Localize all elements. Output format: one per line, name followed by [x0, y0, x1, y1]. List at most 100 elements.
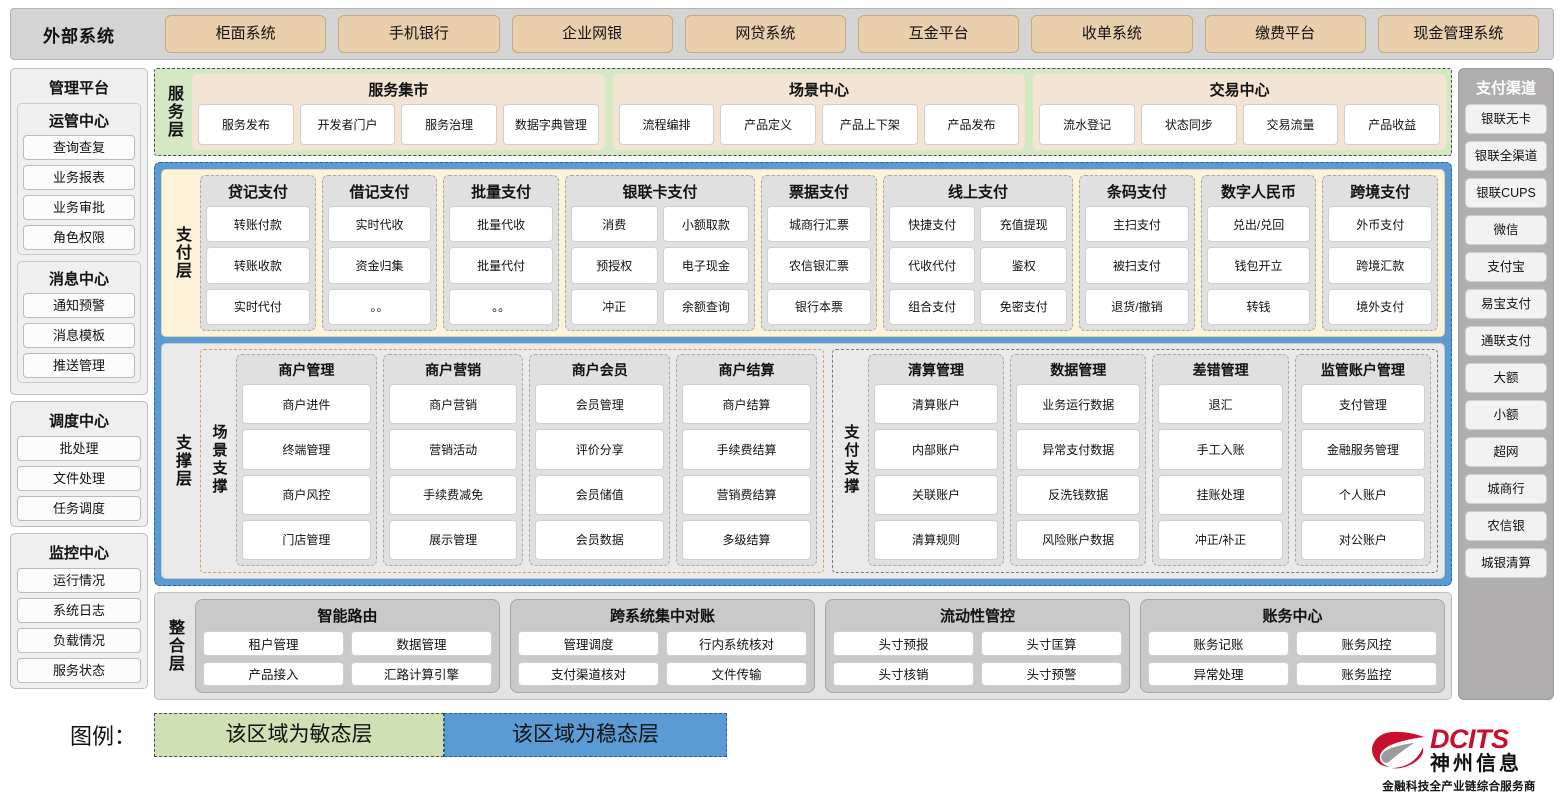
- external-system-item[interactable]: 收单系统: [1031, 15, 1193, 53]
- service-item[interactable]: 状态同步: [1141, 104, 1237, 145]
- service-item[interactable]: 产品上下架: [822, 104, 918, 145]
- payment-item[interactable]: 转账收款: [206, 247, 310, 284]
- support-item[interactable]: 多级结算: [682, 519, 811, 560]
- payment-item[interactable]: 快捷支付: [888, 206, 976, 243]
- service-item[interactable]: 服务发布: [198, 104, 294, 145]
- support-item[interactable]: 关联账户: [873, 474, 999, 515]
- management-item[interactable]: 角色权限: [23, 225, 135, 250]
- service-item[interactable]: 开发者门户: [299, 104, 396, 145]
- support-item[interactable]: 会员储值: [535, 474, 665, 515]
- external-system-item[interactable]: 现金管理系统: [1377, 15, 1539, 53]
- management-item[interactable]: 服务状态: [17, 658, 141, 683]
- management-item[interactable]: 文件处理: [17, 466, 141, 491]
- payment-channel-item[interactable]: 微信: [1465, 215, 1547, 245]
- payment-item[interactable]: 。。: [449, 288, 553, 325]
- management-item[interactable]: 查询查复: [23, 135, 135, 160]
- support-item[interactable]: 支付管理: [1300, 384, 1425, 425]
- integration-item[interactable]: 账务风控: [1296, 631, 1437, 656]
- payment-item[interactable]: 实时代付: [206, 288, 310, 325]
- payment-item[interactable]: 城商行汇票: [767, 206, 871, 243]
- payment-channel-item[interactable]: 农信银: [1465, 511, 1547, 541]
- support-item[interactable]: 手续费结算: [682, 429, 811, 470]
- management-item[interactable]: 运行情况: [17, 568, 141, 593]
- payment-item[interactable]: 代收代付: [888, 247, 976, 284]
- integration-item[interactable]: 行内系统核对: [666, 631, 807, 656]
- support-item[interactable]: 商户营销: [388, 384, 518, 425]
- service-item[interactable]: 流水登记: [1039, 104, 1136, 145]
- payment-item[interactable]: 鉴权: [980, 247, 1068, 284]
- integration-item[interactable]: 头寸预警: [981, 661, 1122, 686]
- external-system-item[interactable]: 柜面系统: [165, 15, 327, 53]
- integration-item[interactable]: 数据管理: [351, 631, 492, 656]
- payment-channel-item[interactable]: 城银清算: [1465, 548, 1547, 578]
- payment-item[interactable]: 转账付款: [206, 206, 310, 243]
- payment-item[interactable]: 组合支付: [888, 288, 976, 325]
- service-item[interactable]: 服务治理: [401, 104, 498, 145]
- management-item[interactable]: 业务审批: [23, 195, 135, 220]
- support-item[interactable]: 挂账处理: [1158, 474, 1283, 515]
- payment-channel-item[interactable]: 易宝支付: [1465, 289, 1547, 319]
- payment-item[interactable]: 转钱: [1206, 288, 1311, 325]
- payment-channel-item[interactable]: 银联CUPS: [1465, 178, 1547, 208]
- integration-item[interactable]: 异常处理: [1148, 661, 1289, 686]
- payment-item[interactable]: 农信银汇票: [767, 247, 871, 284]
- support-item[interactable]: 反洗钱数据: [1016, 474, 1141, 515]
- integration-item[interactable]: 文件传输: [666, 661, 807, 686]
- integration-item[interactable]: 头寸核销: [833, 661, 974, 686]
- payment-channel-item[interactable]: 支付宝: [1465, 252, 1547, 282]
- service-item[interactable]: 产品发布: [923, 104, 1020, 145]
- integration-item[interactable]: 管理调度: [518, 631, 659, 656]
- management-item[interactable]: 任务调度: [17, 496, 141, 521]
- external-system-item[interactable]: 网贷系统: [684, 15, 846, 53]
- support-item[interactable]: 商户进件: [242, 384, 371, 425]
- payment-channel-item[interactable]: 小额: [1465, 400, 1547, 430]
- support-item[interactable]: 金融服务管理: [1300, 429, 1425, 470]
- support-item[interactable]: 会员数据: [535, 519, 665, 560]
- management-item[interactable]: 业务报表: [23, 165, 135, 190]
- payment-channel-item[interactable]: 超网: [1465, 437, 1547, 467]
- support-item[interactable]: 营销费结算: [682, 474, 811, 515]
- external-system-item[interactable]: 缴费平台: [1204, 15, 1366, 53]
- payment-item[interactable]: 被扫支付: [1085, 247, 1189, 284]
- support-item[interactable]: 对公账户: [1300, 519, 1425, 560]
- service-item[interactable]: 产品收益: [1344, 104, 1441, 145]
- payment-channel-item[interactable]: 城商行: [1465, 474, 1547, 504]
- external-system-item[interactable]: 企业网银: [511, 15, 673, 53]
- payment-channel-item[interactable]: 大额: [1465, 363, 1547, 393]
- support-item[interactable]: 内部账户: [873, 429, 999, 470]
- integration-item[interactable]: 租户管理: [203, 631, 344, 656]
- payment-item[interactable]: 跨境汇款: [1328, 247, 1433, 284]
- service-item[interactable]: 流程编排: [618, 104, 715, 145]
- management-item[interactable]: 推送管理: [23, 353, 135, 378]
- payment-item[interactable]: 冲正: [570, 288, 658, 325]
- payment-channel-item[interactable]: 通联支付: [1465, 326, 1547, 356]
- support-item[interactable]: 清算规则: [873, 519, 999, 560]
- integration-item[interactable]: 产品接入: [203, 661, 344, 686]
- support-item[interactable]: 业务运行数据: [1016, 384, 1141, 425]
- payment-item[interactable]: 退货/撤销: [1085, 288, 1189, 325]
- service-item[interactable]: 交易流量: [1242, 104, 1339, 145]
- payment-item[interactable]: 批量代付: [449, 247, 553, 284]
- integration-item[interactable]: 头寸匡算: [981, 631, 1122, 656]
- management-item[interactable]: 通知预警: [23, 293, 135, 318]
- payment-item[interactable]: 银行本票: [767, 288, 871, 325]
- payment-item[interactable]: 钱包开立: [1206, 247, 1311, 284]
- payment-item[interactable]: 批量代收: [449, 206, 553, 243]
- integration-item[interactable]: 支付渠道核对: [518, 661, 659, 686]
- support-item[interactable]: 个人账户: [1300, 474, 1425, 515]
- payment-item[interactable]: 境外支付: [1328, 288, 1433, 325]
- payment-item[interactable]: 主扫支付: [1085, 206, 1189, 243]
- support-item[interactable]: 商户风控: [242, 474, 371, 515]
- support-item[interactable]: 冲正/补正: [1158, 519, 1283, 560]
- support-item[interactable]: 清算账户: [873, 384, 999, 425]
- management-item[interactable]: 系统日志: [17, 598, 141, 623]
- external-system-item[interactable]: 手机银行: [338, 15, 500, 53]
- management-item[interactable]: 批处理: [17, 436, 141, 461]
- service-item[interactable]: 产品定义: [720, 104, 817, 145]
- support-item[interactable]: 展示管理: [388, 519, 518, 560]
- payment-item[interactable]: 外币支付: [1328, 206, 1433, 243]
- support-item[interactable]: 营销活动: [388, 429, 518, 470]
- payment-channel-item[interactable]: 银联全渠道: [1465, 141, 1547, 171]
- payment-item[interactable]: 兑出/兑回: [1206, 206, 1311, 243]
- support-item[interactable]: 评价分享: [535, 429, 665, 470]
